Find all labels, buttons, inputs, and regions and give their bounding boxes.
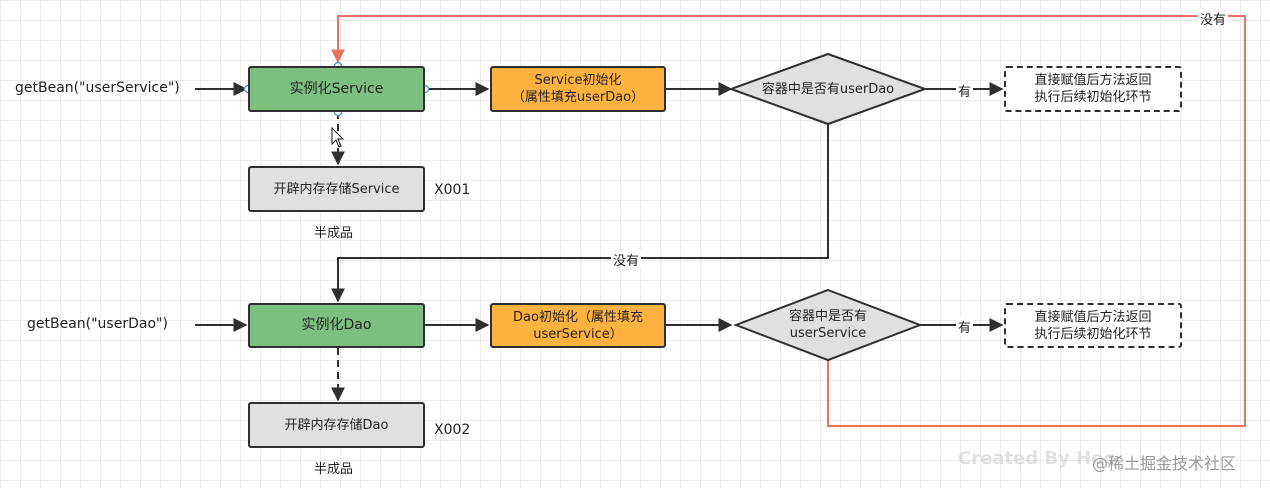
init-dao-line2: userService） [533,326,623,342]
result-1-line2: 执行后续初始化环节 [1034,90,1152,105]
result-node-1[interactable]: 直接赋值后方法返回 执行后续初始化环节 [1004,66,1182,112]
result-2-line2: 执行后续初始化环节 [1034,326,1152,342]
memory-dao-node[interactable]: 开辟内存存储Dao [248,402,425,448]
decision-userservice [733,288,923,362]
result-node-2[interactable]: 直接赋值后方法返回 执行后续初始化环节 [1004,303,1182,348]
half-product-label-2: 半成品 [314,462,354,477]
yes-label-1: 有 [956,81,974,100]
half-product-label-1: 半成品 [314,226,354,241]
entry-getbean-userdao: getBean("userDao") [27,316,168,332]
init-dao-line1: Dao初始化（属性填充 [513,309,643,325]
edge-check-no-to-instantiate-dao [331,124,829,303]
result-1-line1: 直接赋值后方法返回 [1034,73,1152,88]
memory-id-x002: X002 [434,422,471,438]
yes-label-2: 有 [956,317,974,336]
check-userdao-text: 容器中是否有userDao [761,81,895,97]
init-service-line1: Service初始化 [534,73,622,88]
check-userservice-line1: 容器中是否有 [788,309,867,324]
loop-back-edge [331,15,1246,427]
init-service-line2: （属性填充userDao） [511,90,645,105]
instantiate-service-node[interactable]: 实例化Service [248,66,425,112]
memory-id-x001: X001 [434,182,471,198]
instantiate-dao-node[interactable]: 实例化Dao [248,303,425,348]
check-userservice-line2: userService [789,326,867,341]
init-dao-node[interactable]: Dao初始化（属性填充 userService） [490,303,666,348]
init-service-node[interactable]: Service初始化 （属性填充userDao） [490,66,666,112]
created-by-watermark: Created By Hoo [958,448,1116,469]
memory-service-node[interactable]: 开辟内存存储Service [248,166,425,212]
mouse-cursor-icon [331,126,345,148]
check-userservice-text: 容器中是否有 userService [760,308,896,342]
community-watermark: @稀土掘金技术社区 [1092,454,1237,473]
no-label-top: 没有 [1198,9,1229,28]
entry-getbean-userservice: getBean("userService") [15,80,180,96]
result-2-line1: 直接赋值后方法返回 [1034,309,1152,325]
no-label-middle: 没有 [611,250,642,269]
